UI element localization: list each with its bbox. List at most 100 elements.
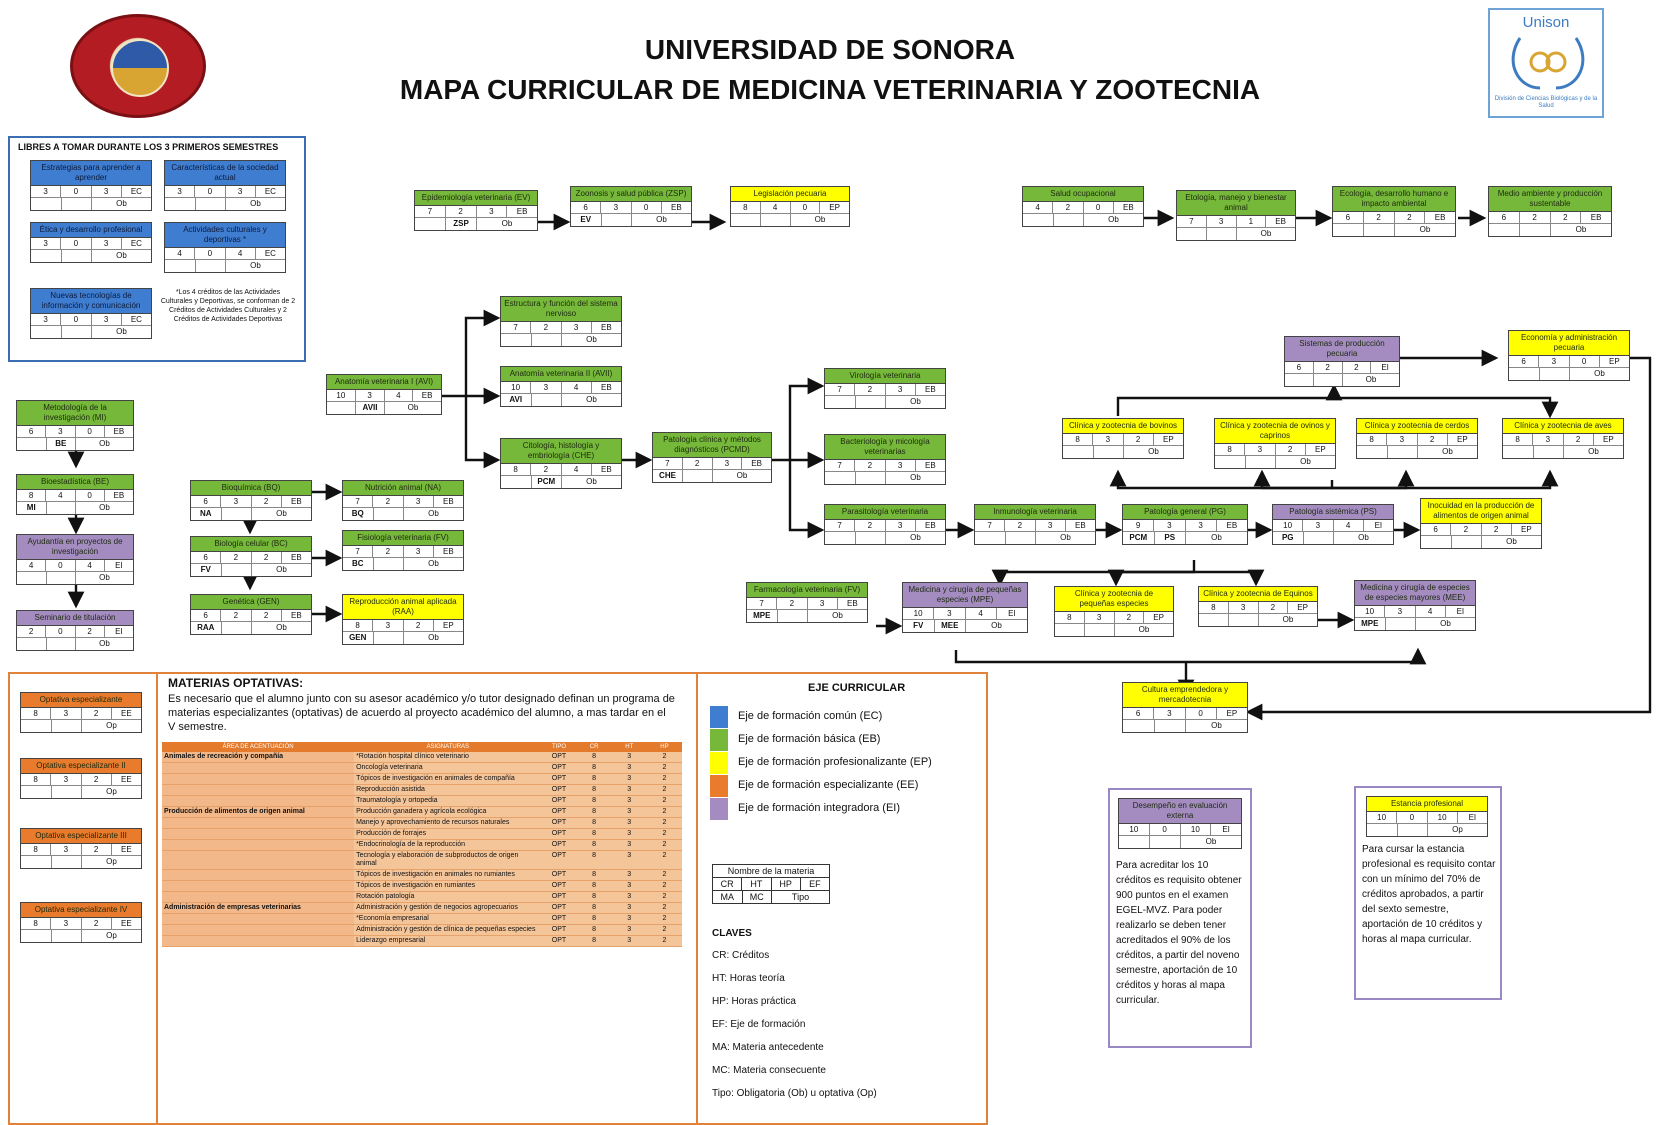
course-tipo: Ob [116, 327, 127, 336]
course-hp: 2 [1418, 434, 1448, 445]
optativa-tipo: OPT [541, 924, 577, 936]
course-name: Anatomía veterinaria II (AVII) [501, 367, 621, 382]
course-ht: 0 [46, 626, 76, 637]
course-ef: EB [847, 599, 858, 608]
optativa-subject: Administración y gestión de negocios agr… [354, 902, 542, 914]
course-cr: 7 [343, 496, 374, 507]
course-relations-row: Ob [825, 396, 945, 408]
course-ef: EE [121, 845, 132, 854]
optativa-subject: Administración y gestión de clínica de p… [354, 924, 542, 936]
course-mc [1155, 720, 1186, 732]
course-card: Patología clínica y métodos diagnósticos… [652, 432, 772, 483]
optativa-area [162, 935, 355, 947]
optativa-hp: 2 [646, 762, 682, 774]
optativas-panel [8, 672, 988, 1125]
course-ma: FV [191, 564, 222, 576]
course-tipo: Ob [276, 623, 287, 632]
course-cr: 6 [1285, 362, 1314, 373]
course-mc [532, 394, 562, 406]
optativa-ht: 3 [611, 752, 647, 763]
course-ef: EP [1521, 525, 1532, 534]
course-hp: 3 [404, 546, 434, 557]
course-mc [1364, 224, 1395, 236]
optativa-hp: 2 [646, 752, 682, 763]
clave-item: MC: Materia consecuente [712, 1065, 826, 1076]
optativa-tipo: OPT [541, 850, 577, 870]
optativa-ht: 3 [611, 828, 647, 840]
course-hp: 0 [76, 426, 105, 437]
eje-legend-swatch [710, 752, 728, 774]
course-tipo: Ob [116, 251, 127, 260]
course-tipo: Ob [1365, 375, 1377, 384]
course-mc [62, 250, 92, 262]
course-tipo: Ob [586, 395, 597, 404]
eje-curricular-title: EJE CURRICULAR [808, 682, 906, 694]
arrow-pcmd-viro [772, 377, 825, 462]
optativa-cr: 8 [576, 891, 612, 903]
course-cr: 7 [343, 546, 374, 557]
course-ef: EI [1008, 609, 1016, 618]
optativa-subject: Tópicos de investigación en animales de … [354, 773, 542, 785]
universidad-seal-logo [70, 14, 206, 118]
course-ma [1055, 624, 1085, 636]
course-ht: 2 [855, 460, 886, 471]
course-ht: 3 [46, 426, 76, 437]
course-name: Biología celular (BC) [191, 537, 311, 552]
course-name: Farmacología veterinaria (FV) [747, 583, 867, 598]
course-tipo: Op [106, 787, 117, 796]
course-ht: 3 [51, 844, 82, 855]
optativa-tipo: OPT [541, 762, 577, 774]
course-name: Clínica y zootecnia de pequeñas especies [1055, 587, 1173, 612]
course-name: Clínica y zootecnia de cerdos [1357, 419, 1477, 434]
course-ef: EB [601, 465, 612, 474]
course-tipo: Ob [1108, 215, 1119, 224]
course-tipo: Ob [991, 621, 1002, 630]
course-hp: 4 [385, 390, 414, 401]
course-cr: 6 [191, 610, 222, 621]
course-ef: EI [1374, 521, 1383, 530]
course-ma [1023, 214, 1054, 226]
optativa-tipo: OPT [541, 880, 577, 892]
course-tipo: Ob [276, 565, 287, 574]
course-ef: EB [1590, 213, 1602, 222]
course-cr: 8 [1503, 434, 1534, 445]
course-ma [975, 532, 1006, 544]
course-hp: 2 [82, 774, 112, 785]
key-mc-cell: MC [743, 891, 772, 903]
eje-curricular-panel [696, 672, 988, 1125]
course-relations-row: Ob [825, 532, 945, 544]
course-tipo: Ob [1211, 533, 1222, 542]
course-hp: 2 [252, 552, 282, 563]
course-ma: NA [191, 508, 222, 520]
course-relations-row: Ob [1333, 224, 1455, 236]
course-cr: 8 [21, 708, 52, 719]
optativa-cr: 8 [576, 839, 612, 851]
course-ma [1119, 836, 1150, 848]
course-ma: PCM [1123, 532, 1155, 544]
course-relations-row: Ob [975, 532, 1095, 544]
eje-legend-swatch [710, 706, 728, 728]
course-cr: 6 [1489, 212, 1520, 223]
course-ma [825, 532, 856, 544]
course-name: Actividades culturales y deportivas * [165, 223, 285, 248]
optativa-subject: Producción de forrajes [354, 828, 542, 840]
course-name: Legislación pecuaria [731, 187, 849, 202]
course-ht: 3 [934, 608, 966, 619]
course-name: Patología general (PG) [1123, 505, 1247, 520]
course-tipo: Ob [1442, 447, 1453, 456]
course-ht: 2 [855, 520, 886, 531]
